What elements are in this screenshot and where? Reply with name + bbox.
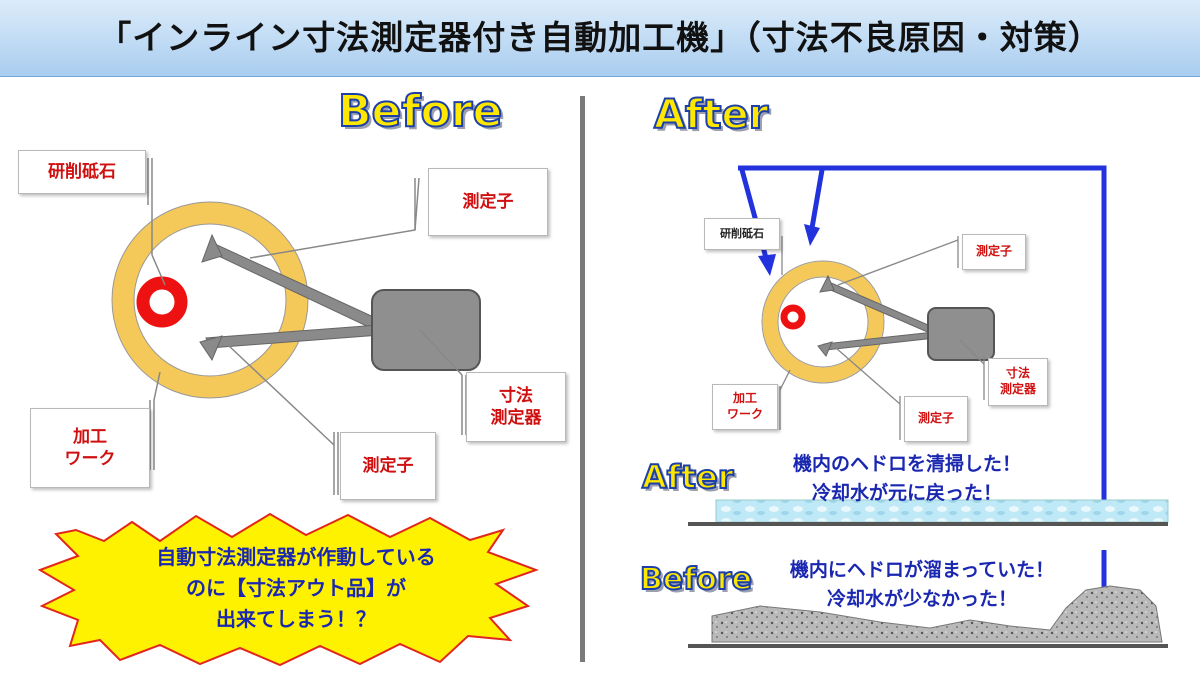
sludge-pile bbox=[711, 585, 1163, 643]
grinding-wheel bbox=[136, 276, 188, 328]
label-probe-top-left: 測定子 bbox=[428, 168, 548, 236]
before-tank-tag: Before bbox=[639, 561, 753, 598]
title-banner: 「インライン寸法測定器付き自動加工機」（寸法不良原因・対策） bbox=[0, 0, 1200, 77]
label-grinding-wheel-right: 研削砥石 bbox=[704, 218, 780, 250]
work-ring bbox=[112, 202, 308, 398]
label-work-left: 加工 ワーク bbox=[30, 408, 150, 488]
label-gauge-left: 寸法 測定器 bbox=[466, 372, 566, 442]
gauge-body-small bbox=[927, 307, 995, 361]
after-heading: After bbox=[653, 91, 769, 139]
gauge-body bbox=[371, 289, 481, 371]
before-tank-note: 機内にヘドロが溜まっていた！ 冷却水が少なかった！ bbox=[789, 559, 1055, 610]
label-work-right: 加工 ワーク bbox=[712, 384, 778, 430]
label-probe-bottom-right: 測定子 bbox=[904, 396, 968, 442]
coolant-pipe bbox=[738, 165, 1107, 500]
panel-divider bbox=[580, 96, 585, 662]
work-ring-small bbox=[762, 261, 884, 383]
label-gauge-right: 寸法 測定器 bbox=[988, 358, 1048, 406]
lower-probe-tip bbox=[199, 335, 223, 362]
after-tank-tag: After bbox=[641, 457, 734, 497]
label-probe-bottom-left: 測定子 bbox=[340, 432, 436, 500]
problem-statement: 自動寸法測定器が作動している のに【寸法アウト品】が 出来てしまう！？ bbox=[156, 545, 436, 631]
after-tank-note: 機内のヘドロを清掃した！ 冷却水が元に戻った！ bbox=[792, 453, 1021, 504]
grinding-wheel-small bbox=[780, 304, 806, 330]
before-heading: Before bbox=[337, 85, 503, 138]
label-grinding-wheel-left: 研削砥石 bbox=[18, 150, 146, 194]
page-title: 「インライン寸法測定器付き自動加工機」（寸法不良原因・対策） bbox=[98, 18, 1102, 57]
label-probe-top-right: 測定子 bbox=[962, 234, 1026, 270]
upper-probe-tip bbox=[201, 233, 223, 263]
